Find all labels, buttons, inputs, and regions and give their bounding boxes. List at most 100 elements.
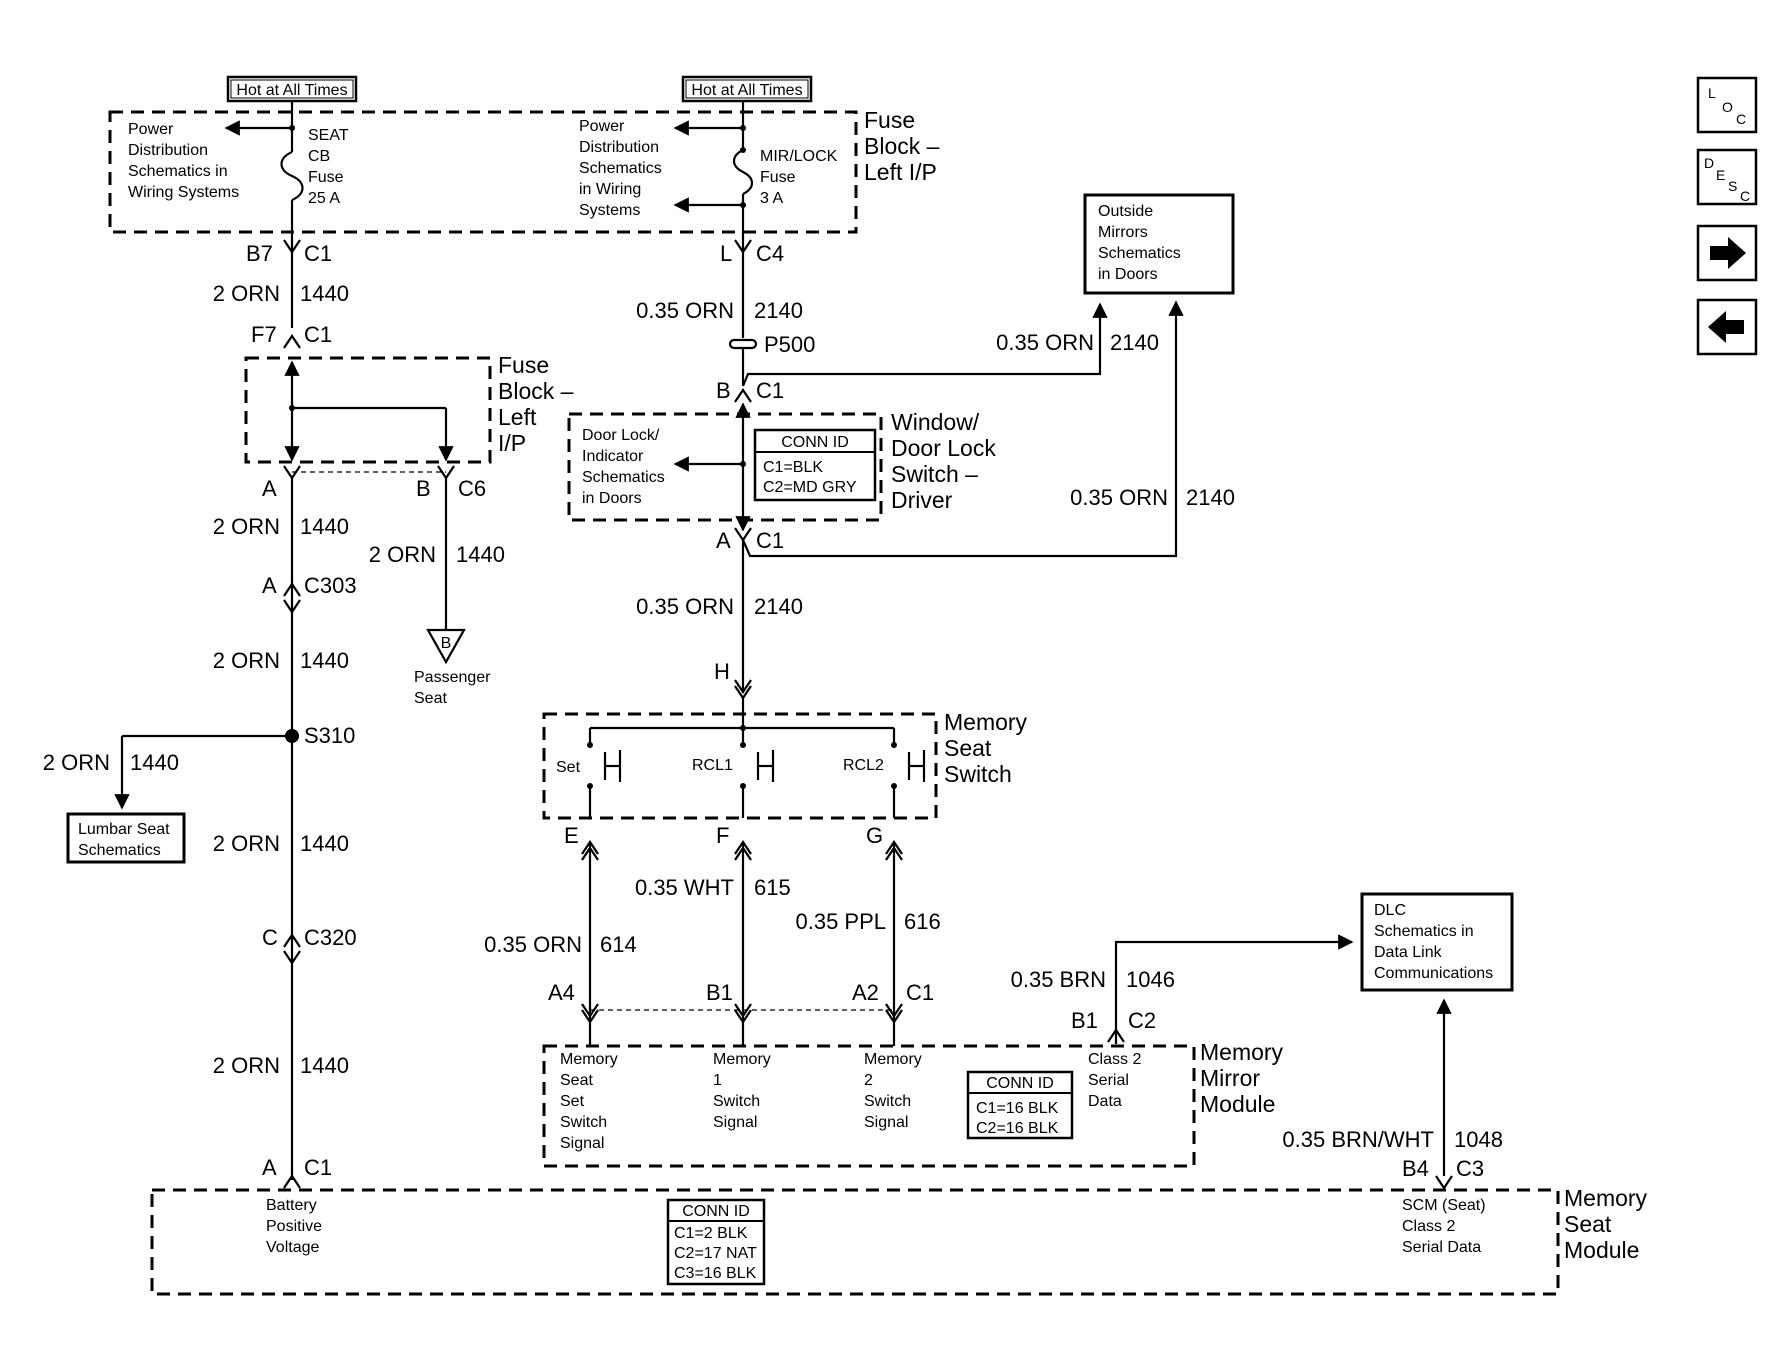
- svg-text:Door Lock/: Door Lock/: [582, 427, 660, 444]
- window-switch-label: Window/ Door Lock Switch – Driver: [891, 409, 996, 513]
- svg-text:Seat: Seat: [1564, 1211, 1612, 1237]
- svg-text:Switch: Switch: [944, 761, 1012, 787]
- mir-fuse-text: MIR/LOCK Fuse 3 A: [760, 148, 838, 207]
- svg-text:C320: C320: [304, 925, 357, 950]
- mirror-signal-mem1: Memory 1 Switch Signal: [713, 1051, 771, 1131]
- svg-text:CONN ID: CONN ID: [986, 1075, 1054, 1092]
- inline-connector-p500: [728, 338, 758, 350]
- svg-text:Hot at All Times: Hot at All Times: [691, 82, 802, 99]
- svg-text:1440: 1440: [300, 1053, 349, 1078]
- svg-text:C1: C1: [756, 528, 784, 553]
- loc-button[interactable]: L O C: [1696, 76, 1758, 134]
- svg-text:Module: Module: [1200, 1091, 1275, 1117]
- svg-text:1440: 1440: [300, 831, 349, 856]
- scm-text: SCM (Seat) Class 2 Serial Data: [1402, 1197, 1486, 1256]
- svg-text:I/P: I/P: [498, 430, 526, 456]
- svg-text:Module: Module: [1564, 1237, 1639, 1263]
- svg-text:1046: 1046: [1126, 967, 1175, 992]
- svg-text:615: 615: [754, 875, 791, 900]
- svg-text:C1=BLK: C1=BLK: [763, 459, 823, 476]
- svg-text:SCM (Seat): SCM (Seat): [1402, 1197, 1486, 1214]
- svg-text:Seat: Seat: [560, 1072, 593, 1089]
- seat-module-conn-id: CONN ID C1=2 BLK C2=17 NAT C3=16 BLK: [666, 1198, 766, 1286]
- svg-text:25 A: 25 A: [308, 190, 340, 207]
- connector-b-c1: [734, 388, 752, 403]
- svg-text:2 ORN: 2 ORN: [213, 831, 280, 856]
- svg-text:D: D: [1704, 155, 1714, 171]
- svg-text:Class 2: Class 2: [1402, 1218, 1455, 1235]
- svg-text:2 ORN: 2 ORN: [213, 514, 280, 539]
- svg-text:in Doors: in Doors: [582, 490, 642, 507]
- svg-text:Serial: Serial: [1088, 1072, 1129, 1089]
- svg-text:B4: B4: [1402, 1156, 1429, 1181]
- fuse-block-2-label: Fuse Block – Left I/P: [498, 352, 574, 456]
- svg-text:Lumbar Seat: Lumbar Seat: [78, 821, 170, 838]
- arrow-left-icon: [1708, 311, 1744, 343]
- svg-text:0.35 BRN/WHT: 0.35 BRN/WHT: [1282, 1127, 1434, 1152]
- prev-arrow-button[interactable]: [1696, 298, 1758, 356]
- svg-text:F7: F7: [251, 322, 277, 347]
- svg-text:Memory: Memory: [1564, 1185, 1648, 1211]
- svg-text:P500: P500: [764, 332, 815, 357]
- svg-text:C4: C4: [756, 241, 784, 266]
- svg-text:C: C: [262, 925, 278, 950]
- svg-text:2140: 2140: [1110, 330, 1159, 355]
- offpage-connector-b: [426, 628, 466, 665]
- svg-text:L: L: [1708, 85, 1716, 101]
- svg-text:Systems: Systems: [579, 202, 640, 219]
- mirror-conn-id: CONN ID C1=16 BLK C2=16 BLK: [966, 1070, 1074, 1140]
- svg-text:Mirrors: Mirrors: [1098, 224, 1148, 241]
- svg-text:Door Lock: Door Lock: [891, 435, 996, 461]
- svg-text:S310: S310: [304, 723, 355, 748]
- switch-rcl2: RCL2: [843, 742, 926, 818]
- svg-text:1440: 1440: [300, 514, 349, 539]
- svg-text:Set: Set: [556, 759, 581, 776]
- svg-text:Left I/P: Left I/P: [864, 159, 937, 185]
- svg-text:Fuse: Fuse: [498, 352, 549, 378]
- connector-c303: [283, 582, 301, 614]
- svg-text:C2=16 BLK: C2=16 BLK: [976, 1120, 1059, 1137]
- svg-text:B: B: [441, 635, 452, 652]
- svg-text:2: 2: [864, 1072, 873, 1089]
- lumbar-seat-box: Lumbar Seat Schematics: [66, 812, 186, 864]
- svg-text:C2: C2: [1128, 1008, 1156, 1033]
- next-arrow-button[interactable]: [1696, 224, 1758, 282]
- svg-text:614: 614: [600, 932, 637, 957]
- svg-text:C2=MD GRY: C2=MD GRY: [763, 479, 857, 496]
- svg-text:Schematics: Schematics: [582, 469, 665, 486]
- svg-text:C: C: [1740, 188, 1750, 204]
- svg-text:C303: C303: [304, 573, 357, 598]
- svg-text:Positive: Positive: [266, 1218, 322, 1235]
- svg-text:B1: B1: [1071, 1008, 1098, 1033]
- svg-text:Outside: Outside: [1098, 203, 1153, 220]
- svg-text:Block –: Block –: [864, 133, 940, 159]
- svg-text:0.35 ORN: 0.35 ORN: [636, 298, 734, 323]
- svg-text:C3: C3: [1456, 1156, 1484, 1181]
- svg-text:Seat: Seat: [944, 735, 992, 761]
- svg-text:Signal: Signal: [713, 1114, 757, 1131]
- svg-text:C1=2 BLK: C1=2 BLK: [674, 1225, 748, 1242]
- svg-text:Fuse: Fuse: [864, 107, 915, 133]
- svg-text:Power: Power: [128, 121, 174, 138]
- svg-text:2140: 2140: [1186, 485, 1235, 510]
- svg-text:2140: 2140: [754, 298, 803, 323]
- svg-text:Schematics: Schematics: [579, 160, 662, 177]
- svg-text:Fuse: Fuse: [308, 169, 344, 186]
- power-dist-right-text: Power Distribution Schematics in Wiring …: [579, 118, 662, 219]
- svg-text:B: B: [416, 476, 431, 501]
- svg-text:C6: C6: [458, 476, 486, 501]
- svg-text:G: G: [866, 823, 883, 848]
- fuse-block-left-ip: [244, 356, 492, 464]
- svg-text:L: L: [720, 241, 732, 266]
- fuse-block-top-label: Fuse Block – Left I/P: [864, 107, 940, 185]
- svg-text:2140: 2140: [754, 594, 803, 619]
- svg-text:Power: Power: [579, 118, 625, 135]
- svg-text:Schematics in: Schematics in: [128, 163, 228, 180]
- connector-f7-c1: [283, 334, 301, 349]
- svg-text:Data: Data: [1088, 1093, 1122, 1110]
- svg-text:E: E: [564, 823, 579, 848]
- svg-text:Signal: Signal: [560, 1135, 604, 1152]
- desc-button[interactable]: D E S C: [1696, 148, 1758, 206]
- outside-mirrors-box: Outside Mirrors Schematics in Doors: [1083, 193, 1235, 295]
